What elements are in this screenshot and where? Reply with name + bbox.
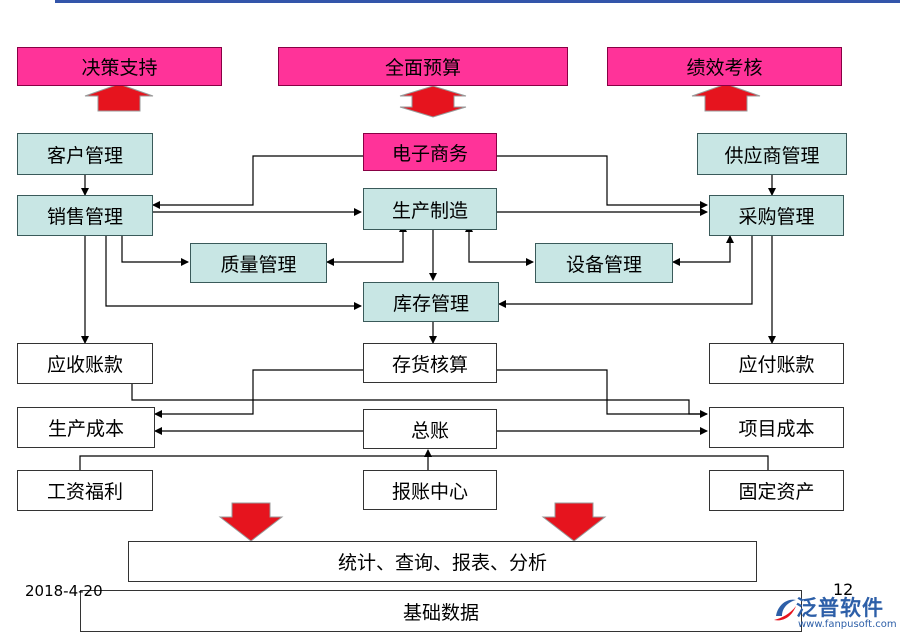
logo-name: 泛普软件 [796, 596, 884, 620]
top-rule [55, 0, 900, 3]
payables-box: 应付账款 [709, 343, 844, 384]
statistics-box: 统计、查询、报表、分析 [128, 541, 757, 582]
purchase-mgmt-box: 采购管理 [709, 195, 844, 236]
base-data-box: 基础数据 [80, 590, 802, 632]
fixed-assets-box: 固定资产 [709, 470, 844, 511]
sales-mgmt-box: 销售管理 [17, 195, 153, 236]
manufacturing-box: 生产制造 [363, 188, 497, 230]
production-cost-box: 生产成本 [17, 407, 155, 448]
equipment-mgmt-box: 设备管理 [535, 243, 673, 283]
payroll-box: 工资福利 [17, 470, 153, 511]
budget-box: 全面预算 [278, 47, 568, 86]
general-ledger-box: 总账 [363, 409, 497, 449]
decision-support-box: 决策支持 [17, 47, 222, 86]
receivables-box: 应收账款 [17, 343, 153, 384]
down-arrow-right [541, 502, 607, 542]
brand-logo: 泛普软件 www.fanpusoft.com [772, 592, 897, 634]
up-arrow-left [84, 83, 154, 112]
inventory-accounting-box: 存货核算 [363, 343, 497, 383]
ecommerce-box: 电子商务 [363, 133, 497, 171]
quality-mgmt-box: 质量管理 [190, 243, 327, 283]
logo-mark-icon [774, 599, 796, 621]
inventory-box: 库存管理 [363, 282, 499, 322]
down-arrow-left [218, 502, 284, 542]
performance-box: 绩效考核 [607, 47, 842, 86]
footer-date: 2018-4-20 [25, 582, 103, 600]
up-arrow-right [691, 83, 761, 112]
logo-url: www.fanpusoft.com [798, 619, 897, 630]
expense-center-box: 报账中心 [363, 470, 497, 510]
supplier-mgmt-box: 供应商管理 [697, 133, 847, 175]
customer-mgmt-box: 客户管理 [17, 133, 153, 175]
project-cost-box: 项目成本 [709, 407, 844, 448]
page-number: 12 [833, 580, 854, 599]
updown-arrow-center [399, 85, 467, 118]
